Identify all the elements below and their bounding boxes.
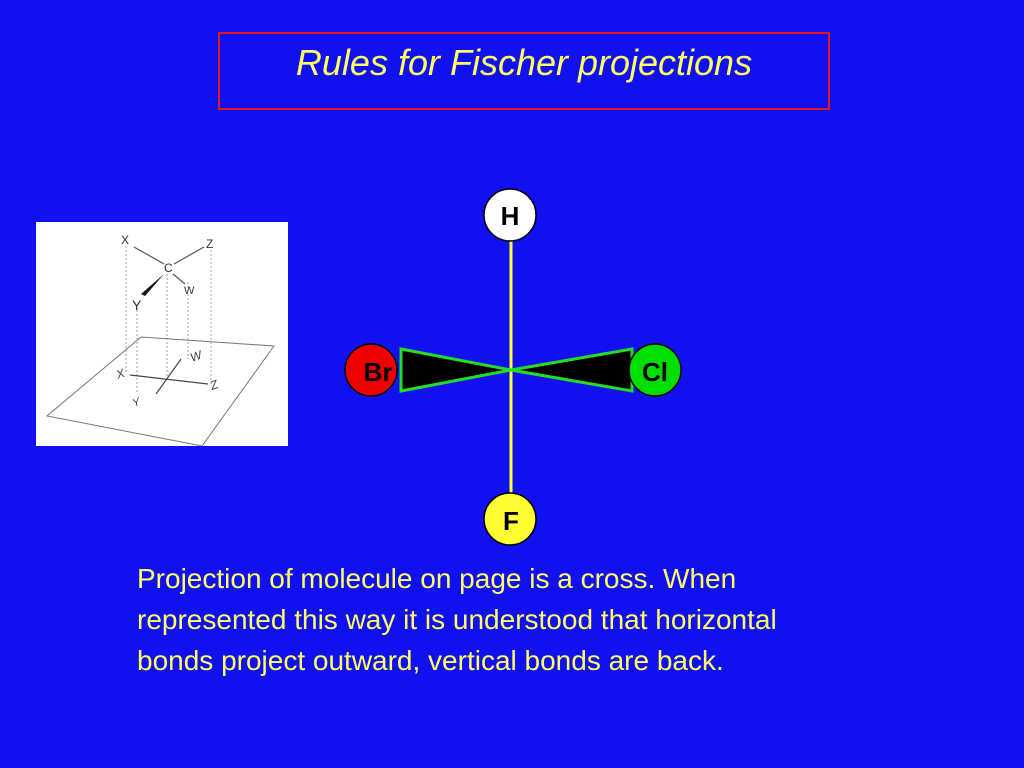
label-3d-y: Y: [132, 297, 142, 313]
atom-bromine: [344, 343, 398, 397]
projection-plane: [45, 336, 275, 446]
projected-bond-vertical: [155, 358, 182, 395]
atom-chlorine: [628, 343, 682, 397]
atom-fluorine: [483, 492, 537, 546]
bond-3d-z: [173, 246, 205, 265]
atom-chlorine-label: Cl: [642, 357, 668, 387]
slide-title: Rules for Fischer projections: [295, 42, 753, 83]
bond-3d-w: [172, 273, 186, 285]
caption-line-1: Projection of molecule on page is a cros…: [137, 563, 737, 594]
caption-line-3: bonds project outward, vertical bonds ar…: [137, 645, 724, 676]
wedge-bond-right: [510, 347, 634, 393]
bond-3d-x: [133, 246, 165, 265]
label-3d-c: C: [164, 261, 173, 275]
atom-hydrogen: [483, 188, 537, 242]
label-3d-x: X: [121, 233, 129, 247]
title-box: Rules for Fischer projections: [218, 32, 830, 110]
atom-hydrogen-label: H: [501, 201, 520, 231]
caption: Projection of molecule on page is a cros…: [137, 558, 957, 681]
atom-bromine-label: Br: [364, 357, 393, 387]
label-proj-y: Y: [131, 396, 143, 410]
projected-bond-horizontal: [129, 374, 209, 385]
caption-line-2: represented this way it is understood th…: [137, 604, 777, 635]
label-3d-z: Z: [206, 237, 213, 251]
wedge-bond-left: [399, 347, 512, 393]
wedge-3d-y: [141, 274, 164, 296]
projection-illustration: X Z C Y W W X Z Y: [36, 222, 288, 446]
projection-illustration-svg: X Z C Y W W X Z Y: [45, 233, 275, 446]
atom-fluorine-label: F: [503, 506, 519, 536]
label-3d-w: W: [184, 285, 195, 297]
